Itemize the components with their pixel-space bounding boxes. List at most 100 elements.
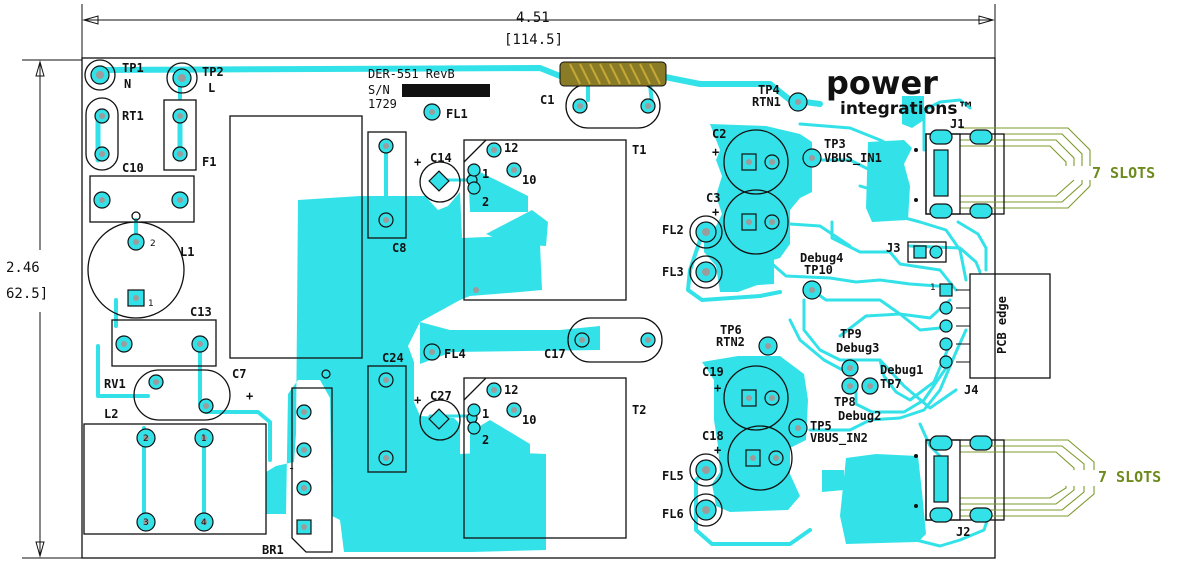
serial-label: S/N (368, 83, 390, 97)
component-fl4 (423, 343, 441, 361)
fl1-label: FL1 (446, 107, 468, 121)
c2-label: C2 (712, 127, 726, 141)
tp8-label: TP8 (834, 395, 856, 409)
t2-pin12: 12 (504, 383, 518, 397)
tp8-net-label: Debug2 (838, 409, 881, 423)
c7-label: C7 (232, 367, 246, 381)
l2-pin-d-label: 4 (201, 518, 207, 528)
j4-label: J4 (964, 383, 978, 397)
component-rt1 (85, 97, 119, 171)
c8-label: C8 (392, 241, 406, 255)
slots-note-bottom: 7 SLOTS (1098, 468, 1161, 486)
tp7-net-label: Debug1 (880, 363, 923, 377)
l2-pin-a-label: 2 (143, 434, 149, 444)
testpoint-tp8 (841, 377, 859, 395)
t1-pin2: 2 (482, 195, 489, 209)
tp4-label: TP4 (758, 83, 780, 97)
component-fl2 (689, 215, 723, 249)
testpoint-tp3 (802, 148, 822, 168)
tp9-label: TP9 (840, 327, 862, 341)
component-l2: 2 1 3 4 (83, 423, 267, 535)
component-c10 (89, 175, 195, 223)
l1-label: L1 (180, 245, 194, 259)
slots-note-top: 7 SLOTS (1092, 164, 1155, 182)
c1-label: C1 (540, 93, 554, 107)
c14-polarity: + (414, 155, 421, 169)
fl5-label: FL5 (662, 469, 684, 483)
dimension-width-in: 4.51 (516, 10, 550, 26)
testpoint-tp4 (788, 92, 808, 112)
component-bulk-outline (229, 115, 363, 359)
component-c24 (367, 365, 407, 473)
c13-label: C13 (190, 305, 212, 319)
t1-pin10: 10 (522, 173, 536, 187)
connector-j4: 1 (930, 273, 1051, 379)
dimension-height: 2.46 62.5] (6, 59, 82, 559)
c19-label: C19 (702, 365, 724, 379)
logo-word-integrations: integrations™ (840, 99, 974, 119)
component-c27 (419, 399, 478, 441)
tp9-net-label: Debug3 (836, 341, 879, 355)
board-name-label: DER-551 RevB (368, 67, 455, 81)
l1-pin2-label: 2 (150, 239, 156, 249)
c19-polarity: + (714, 381, 721, 395)
c2-polarity: + (712, 145, 719, 159)
tp2-label: TP2 (202, 65, 224, 79)
testpoint-tp1 (84, 59, 116, 91)
testpoint-tp5 (788, 418, 808, 438)
tp1-label: TP1 (122, 61, 144, 75)
dimension-height-in: 2.46 (6, 260, 40, 276)
connector-j3 (907, 241, 947, 263)
component-br1: - (288, 369, 333, 553)
c27-polarity: + (414, 393, 421, 407)
tp2-net-label: L (208, 81, 215, 95)
rt1-label: RT1 (122, 109, 144, 123)
date-code-label: 1729 (368, 97, 397, 111)
tp3-net-label: VBUS_IN1 (824, 151, 882, 166)
component-c13 (111, 319, 217, 367)
component-c1 (565, 83, 661, 129)
component-c3 (723, 189, 789, 255)
tp7-label: TP7 (880, 377, 902, 391)
component-c14 (419, 161, 478, 203)
tp5-label: TP5 (810, 419, 832, 433)
tp5-net-label: VBUS_IN2 (810, 431, 868, 446)
component-t2 (463, 377, 627, 539)
j4-pin1-label: 1 (930, 283, 936, 293)
tp3-label: TP3 (824, 137, 846, 151)
tp6-net-label: RTN2 (716, 335, 745, 349)
t2-pin10: 10 (522, 413, 536, 427)
dimension-height-mm: 62.5] (6, 286, 48, 302)
fl6-label: FL6 (662, 507, 684, 521)
rv1-label: RV1 (104, 377, 126, 391)
t1-pin1: 1 (482, 167, 489, 181)
c3-label: C3 (706, 191, 720, 205)
j2-label: J2 (956, 525, 970, 539)
testpoint-tp10 (802, 280, 822, 300)
connector-j1 (914, 129, 1005, 219)
tp4-net-label: RTN1 (752, 95, 781, 109)
testpoint-tp2 (166, 62, 198, 94)
logo-word-power: power (826, 64, 938, 102)
t1-label: T1 (632, 143, 646, 157)
c27-label: C27 (430, 389, 452, 403)
t2-pin2: 2 (482, 433, 489, 447)
component-fl6 (689, 493, 723, 527)
fl3-label: FL3 (662, 265, 684, 279)
silkscreen-labels: DER-551 RevB S/N 1729 TP1 N TP2 L RT1 F1… (104, 61, 1161, 557)
c18-polarity: + (714, 443, 721, 457)
connector-j2 (914, 435, 1005, 523)
l2-pin-b-label: 1 (201, 434, 207, 444)
t2-pin1: 1 (482, 407, 489, 421)
component-c8 (367, 131, 407, 239)
power-integrations-logo: power integrations™ (826, 64, 974, 119)
testpoint-tp6 (758, 336, 778, 356)
c10-label: C10 (122, 161, 144, 175)
dimension-width: 4.51 [114.5] (81, 4, 996, 58)
t1-pin12: 12 (504, 141, 518, 155)
testpoint-tp9 (841, 359, 859, 377)
component-fl1 (423, 103, 441, 121)
connector-traces (960, 127, 1095, 517)
j1-label: J1 (950, 117, 964, 131)
